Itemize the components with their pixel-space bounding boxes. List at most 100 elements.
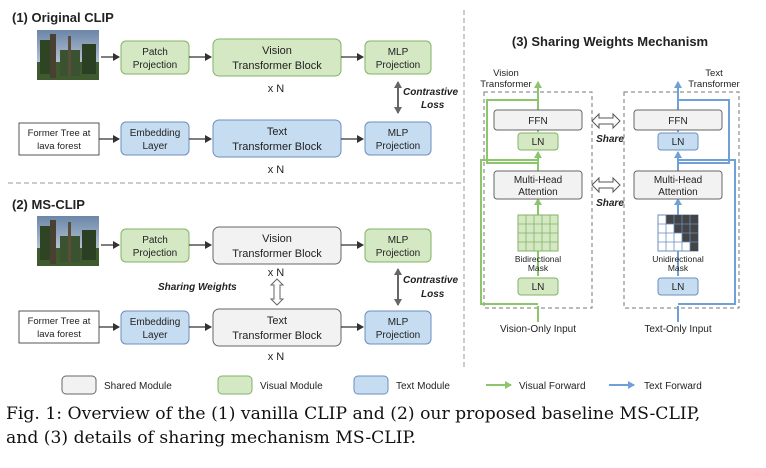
repeat-n-label: x N [268, 83, 285, 95]
share-label: Share [596, 134, 624, 145]
patch-projection-block-1: Patch Projection [120, 40, 190, 75]
visual-forward-paths [480, 81, 542, 322]
legend-visual-forward: Visual Forward [519, 381, 586, 392]
text-only-input-label: Text-Only Input [644, 324, 711, 335]
forest-image-2 [37, 216, 99, 266]
text-input-line: lava forest [37, 329, 81, 340]
legend-shared-module: Shared Module [104, 381, 172, 392]
block-label: Layer [142, 330, 168, 341]
block-label: Text [267, 315, 287, 327]
caption-line-2: and (3) details of sharing mechanism MS-… [6, 428, 417, 448]
block-label: Vision [262, 45, 292, 57]
mlp-projection-visual-2: MLP Projection [364, 228, 432, 263]
block-label: Projection [376, 248, 420, 259]
vision-transformer-block-shared: Vision Transformer Block [212, 226, 342, 265]
text-transformer-block-1: Text Transformer Block [212, 119, 342, 158]
attention-block-text [633, 170, 723, 200]
share-label: Share [596, 198, 624, 209]
share-arrow-ffn [591, 112, 621, 130]
repeat-n-label: x N [268, 351, 285, 363]
mlp-projection-text-2: MLP Projection [364, 310, 432, 345]
vision-transformer-block-1: Vision Transformer Block [212, 38, 342, 77]
text-input-line: lava forest [37, 141, 81, 152]
section-title-original-clip: (1) Original CLIP [12, 10, 114, 25]
ln-block-vision-upper [517, 132, 559, 151]
attention-label: Multi-Head [514, 175, 562, 186]
embedding-layer-block-1: Embedding Layer [120, 121, 190, 156]
vision-transformer-label: Transformer [480, 79, 531, 90]
block-label: Projection [376, 141, 420, 152]
contrastive-loss-label: Loss [421, 289, 445, 300]
unidirectional-mask-label: Mask [668, 263, 689, 273]
text-input-line: Former Tree at [28, 128, 91, 139]
legend-visual-module: Visual Module [260, 381, 323, 392]
section-title-sharing-mechanism: (3) Sharing Weights Mechanism [512, 34, 708, 49]
caption-line-1: Fig. 1: Overview of the (1) vanilla CLIP… [6, 404, 701, 424]
ffn-label: FFN [528, 116, 547, 127]
legend-text-module: Text Module [396, 381, 450, 392]
block-label: Layer [142, 141, 168, 152]
block-label: Projection [133, 248, 177, 259]
ffn-block-text [633, 109, 723, 131]
block-label: Transformer Block [232, 330, 322, 342]
unidirectional-mask-grid [657, 214, 699, 252]
block-label: Projection [376, 330, 420, 341]
legend-swatch-text [353, 375, 389, 395]
bidirectional-mask-label: Mask [528, 263, 549, 273]
patch-projection-block-2: Patch Projection [120, 228, 190, 263]
block-label: MLP [388, 235, 409, 246]
block-label: MLP [388, 47, 409, 58]
ln-label: LN [532, 137, 545, 148]
contrastive-loss-label: Loss [421, 100, 445, 111]
text-input-box-1: Former Tree at lava forest [18, 122, 100, 156]
block-label: Projection [133, 60, 177, 71]
ffn-block-vision [493, 109, 583, 131]
text-transformer-container [623, 91, 740, 309]
mlp-projection-text-1: MLP Projection [364, 121, 432, 156]
attention-label: Attention [518, 187, 557, 198]
ffn-label: FFN [668, 116, 687, 127]
legend-text-forward: Text Forward [644, 381, 702, 392]
block-label: Patch [142, 47, 168, 58]
block-label: Vision [262, 233, 292, 245]
text-input-line: Former Tree at [28, 316, 91, 327]
contrastive-loss-label: Contrastive [403, 275, 458, 286]
ln-block-text-upper [657, 132, 699, 151]
block-label: Transformer Block [232, 60, 322, 72]
block-label: Embedding [130, 317, 181, 328]
text-transformer-block-shared: Text Transformer Block [212, 308, 342, 347]
block-label: Embedding [130, 128, 181, 139]
block-label: Transformer Block [232, 141, 322, 153]
block-label: Patch [142, 235, 168, 246]
block-label: Projection [376, 60, 420, 71]
ms-clip-diagram: (1) Original CLIP (2) MS-CLIP (3) Sharin… [8, 10, 740, 395]
block-label: MLP [388, 128, 409, 139]
contrastive-loss-label: Contrastive [403, 87, 458, 98]
vision-only-input-label: Vision-Only Input [500, 324, 576, 335]
block-label: MLP [388, 317, 409, 328]
bidirectional-mask-grid [517, 214, 559, 252]
share-arrow-attention [591, 176, 621, 194]
ln-label: LN [672, 282, 685, 293]
embedding-layer-block-2: Embedding Layer [120, 310, 190, 345]
attention-label: Multi-Head [654, 175, 702, 186]
mlp-projection-visual-1: MLP Projection [364, 40, 432, 75]
sharing-weights-label: Sharing Weights [158, 282, 237, 293]
legend: Shared Module Visual Module Text Module … [61, 375, 702, 395]
text-transformer-label: Text [705, 68, 723, 79]
ln-block-vision-lower [517, 277, 559, 296]
ln-label: LN [532, 282, 545, 293]
block-label: Text [267, 126, 287, 138]
attention-label: Attention [658, 187, 697, 198]
repeat-n-label: x N [268, 267, 285, 279]
ln-label: LN [672, 137, 685, 148]
block-label: Transformer Block [232, 248, 322, 260]
legend-swatch-visual [217, 375, 253, 395]
attention-block-vision [493, 170, 583, 200]
bidirectional-mask-label: Bidirectional [515, 254, 561, 264]
sharing-double-arrow [269, 278, 285, 306]
forest-image-1 [37, 30, 99, 80]
ln-block-text-lower [657, 277, 699, 296]
figure-caption: Fig. 1: Overview of the (1) vanilla CLIP… [6, 402, 762, 450]
unidirectional-mask-label: Unidirectional [652, 254, 704, 264]
